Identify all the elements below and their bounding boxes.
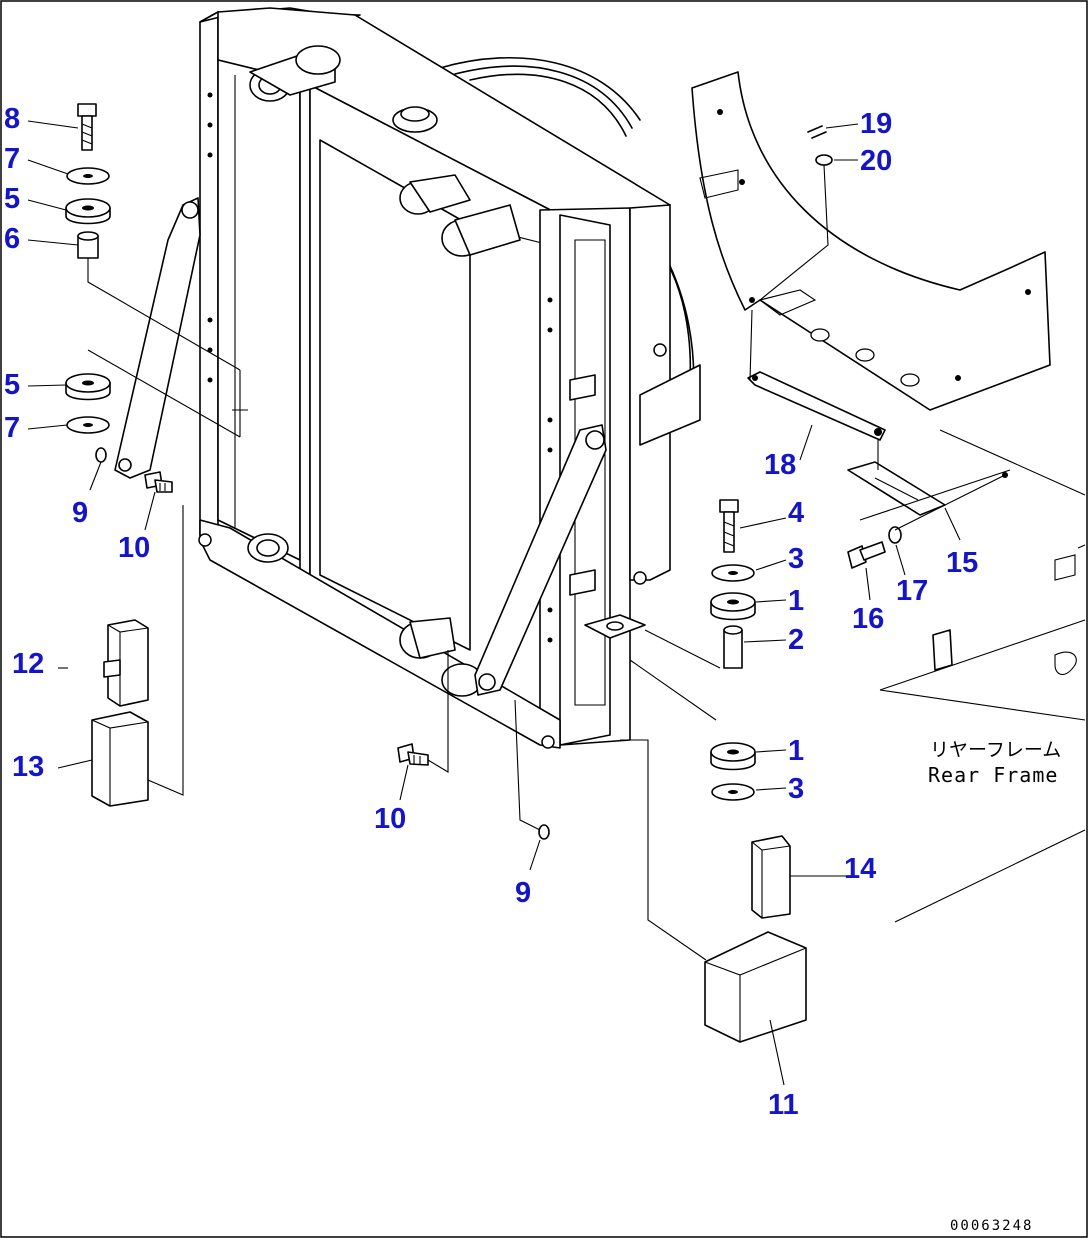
document-number: 00063248	[950, 1218, 1033, 1234]
bolt-4	[719, 499, 739, 553]
callout-labels: 8 7 5 6 5 7 9 10 12 13 4 3 1 2 1 3 10 9 …	[4, 103, 978, 1121]
rear-frame-label-jp: リヤーフレーム	[930, 739, 1061, 761]
radiator-assembly	[198, 7, 701, 749]
rear-frame-label-en: Rear Frame	[928, 763, 1058, 787]
label-15: 15	[946, 547, 978, 579]
label-13: 13	[12, 751, 44, 783]
block-14	[751, 835, 791, 919]
washer-17	[888, 526, 902, 544]
leader-lines	[27, 120, 1006, 1086]
label-7-upper: 7	[4, 143, 20, 175]
block-12	[103, 619, 149, 707]
bracket-18	[747, 371, 886, 441]
label-19: 19	[860, 108, 892, 140]
bolt-16	[847, 541, 886, 569]
mount-1-lower	[710, 742, 756, 771]
washer-20	[815, 154, 833, 166]
plate-15	[847, 461, 946, 516]
block-11	[704, 931, 807, 1043]
fan-shroud	[691, 71, 1051, 411]
left-stay	[114, 197, 201, 479]
collar-6	[77, 231, 99, 259]
mount-5-upper	[65, 198, 111, 225]
label-6: 6	[4, 223, 20, 255]
label-3-lower: 3	[788, 773, 804, 805]
mount-1-upper	[710, 592, 756, 621]
bolt-8	[77, 103, 97, 151]
label-1-upper: 1	[788, 585, 804, 617]
clip-9-left	[95, 447, 107, 463]
label-5-lower: 5	[4, 369, 20, 401]
label-18: 18	[764, 449, 796, 481]
block-13	[91, 711, 149, 807]
washer-7-lower	[66, 416, 110, 434]
washer-3-upper	[711, 564, 755, 582]
label-10-left: 10	[118, 532, 150, 564]
label-8: 8	[4, 103, 20, 135]
label-9-right: 9	[515, 877, 531, 909]
bolt-10-left	[144, 471, 173, 493]
label-4: 4	[788, 497, 804, 529]
label-11: 11	[768, 1089, 799, 1121]
label-1-lower: 1	[788, 735, 804, 767]
label-9-left: 9	[72, 497, 88, 529]
label-14: 14	[844, 853, 876, 885]
label-5-upper: 5	[4, 183, 20, 215]
rear-frame	[859, 429, 1086, 923]
label-10-right: 10	[374, 803, 406, 835]
mount-5-lower	[65, 373, 111, 401]
label-17: 17	[896, 575, 928, 607]
label-16: 16	[852, 603, 884, 635]
washer-7-upper	[66, 167, 110, 185]
washer-3-lower	[711, 783, 755, 801]
label-20: 20	[860, 145, 892, 177]
label-2: 2	[788, 624, 804, 656]
collar-2	[723, 625, 743, 669]
label-7-lower: 7	[4, 412, 20, 444]
clip-19	[807, 125, 827, 139]
label-3-upper: 3	[788, 543, 804, 575]
label-12: 12	[12, 648, 44, 680]
bolt-10-right	[397, 743, 429, 766]
right-stay	[474, 424, 607, 696]
clip-9-right	[538, 824, 550, 840]
